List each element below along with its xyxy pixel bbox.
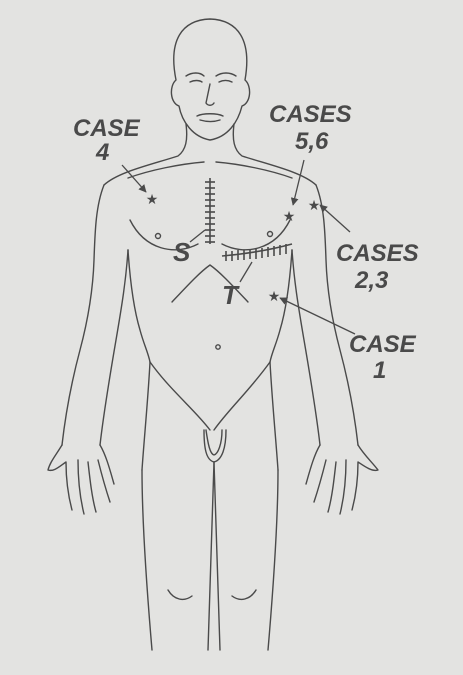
- label-cases-2-3-title: CASES: [336, 240, 419, 267]
- star-cases-5-6: ★: [283, 209, 296, 225]
- label-case-1-number: 1: [373, 357, 386, 384]
- thoracotomy-incision: [222, 244, 292, 261]
- incision-label-t: T: [222, 280, 240, 310]
- incision-label-s: S: [173, 237, 191, 267]
- label-cases-2-3-number: 2,3: [354, 267, 389, 294]
- sternotomy-incision: [205, 178, 215, 244]
- star-case-1: ★: [268, 289, 281, 305]
- label-case-4-number: 4: [95, 139, 109, 166]
- label-case-4-title: CASE: [73, 115, 141, 142]
- label-case-1-title: CASE: [349, 331, 417, 358]
- label-cases-5-6-title: CASES: [269, 101, 352, 128]
- star-cases-2-3: ★: [308, 198, 321, 214]
- star-case-4: ★: [146, 192, 159, 208]
- label-cases-5-6-number: 5,6: [295, 128, 329, 155]
